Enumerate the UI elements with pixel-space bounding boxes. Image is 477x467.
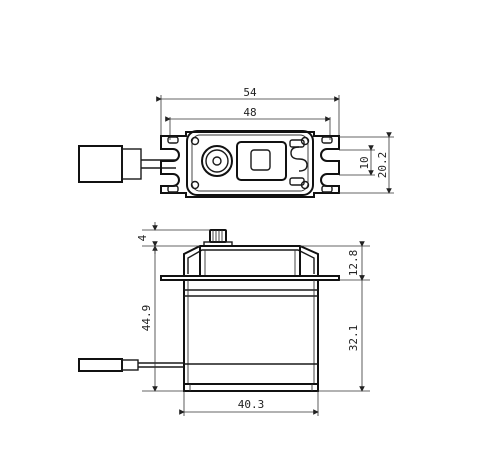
main-case (183, 279, 319, 392)
dim-flange-width-label: 20.2 (376, 152, 389, 179)
dim-overall-width: 54 (156, 86, 340, 102)
dim-body-width: 40.3 (179, 398, 319, 415)
dim-horn-height-label: 4 (136, 234, 149, 241)
dim-hole-spacing-label: 48 (243, 106, 256, 119)
dim-flange-width: 20.2 (376, 132, 392, 194)
label-plate (236, 141, 287, 181)
dim-hole-spacing: 48 (165, 106, 331, 122)
dim-body-width-label: 40.3 (238, 398, 265, 411)
dim-lower-height-label: 32.1 (347, 325, 360, 352)
dim-upper-height: 12.8 (347, 241, 365, 281)
dim-overall-width-label: 54 (243, 86, 257, 99)
dim-slot-spacing-label: 10 (358, 156, 371, 169)
connector-plug (78, 145, 176, 183)
upper-housing (183, 245, 319, 276)
dim-total-height: 44.9 (140, 241, 158, 392)
side-view: 4 44.9 12.8 32.1 40.3 (78, 222, 370, 416)
dim-upper-height-label: 12.8 (347, 250, 360, 277)
dim-lower-height: 32.1 (347, 275, 365, 392)
side-cable-plug (78, 358, 184, 372)
servo-top-body (186, 130, 314, 196)
dim-horn-height: 4 (136, 222, 158, 254)
dim-total-height-label: 44.9 (140, 305, 153, 332)
top-view: 54 48 (78, 86, 394, 198)
output-spline-icon (201, 145, 233, 177)
brand-logo-icon (290, 146, 308, 172)
dim-slot-spacing: 10 (358, 145, 374, 176)
output-horn (203, 229, 233, 247)
